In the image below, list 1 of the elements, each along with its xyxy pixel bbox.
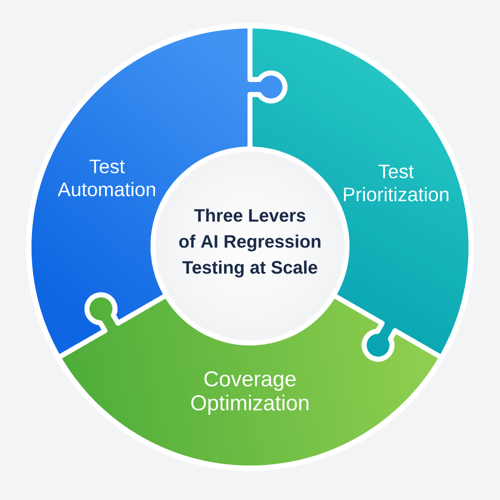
puzzle-piece: Coverage Optimization — [56, 291, 444, 470]
